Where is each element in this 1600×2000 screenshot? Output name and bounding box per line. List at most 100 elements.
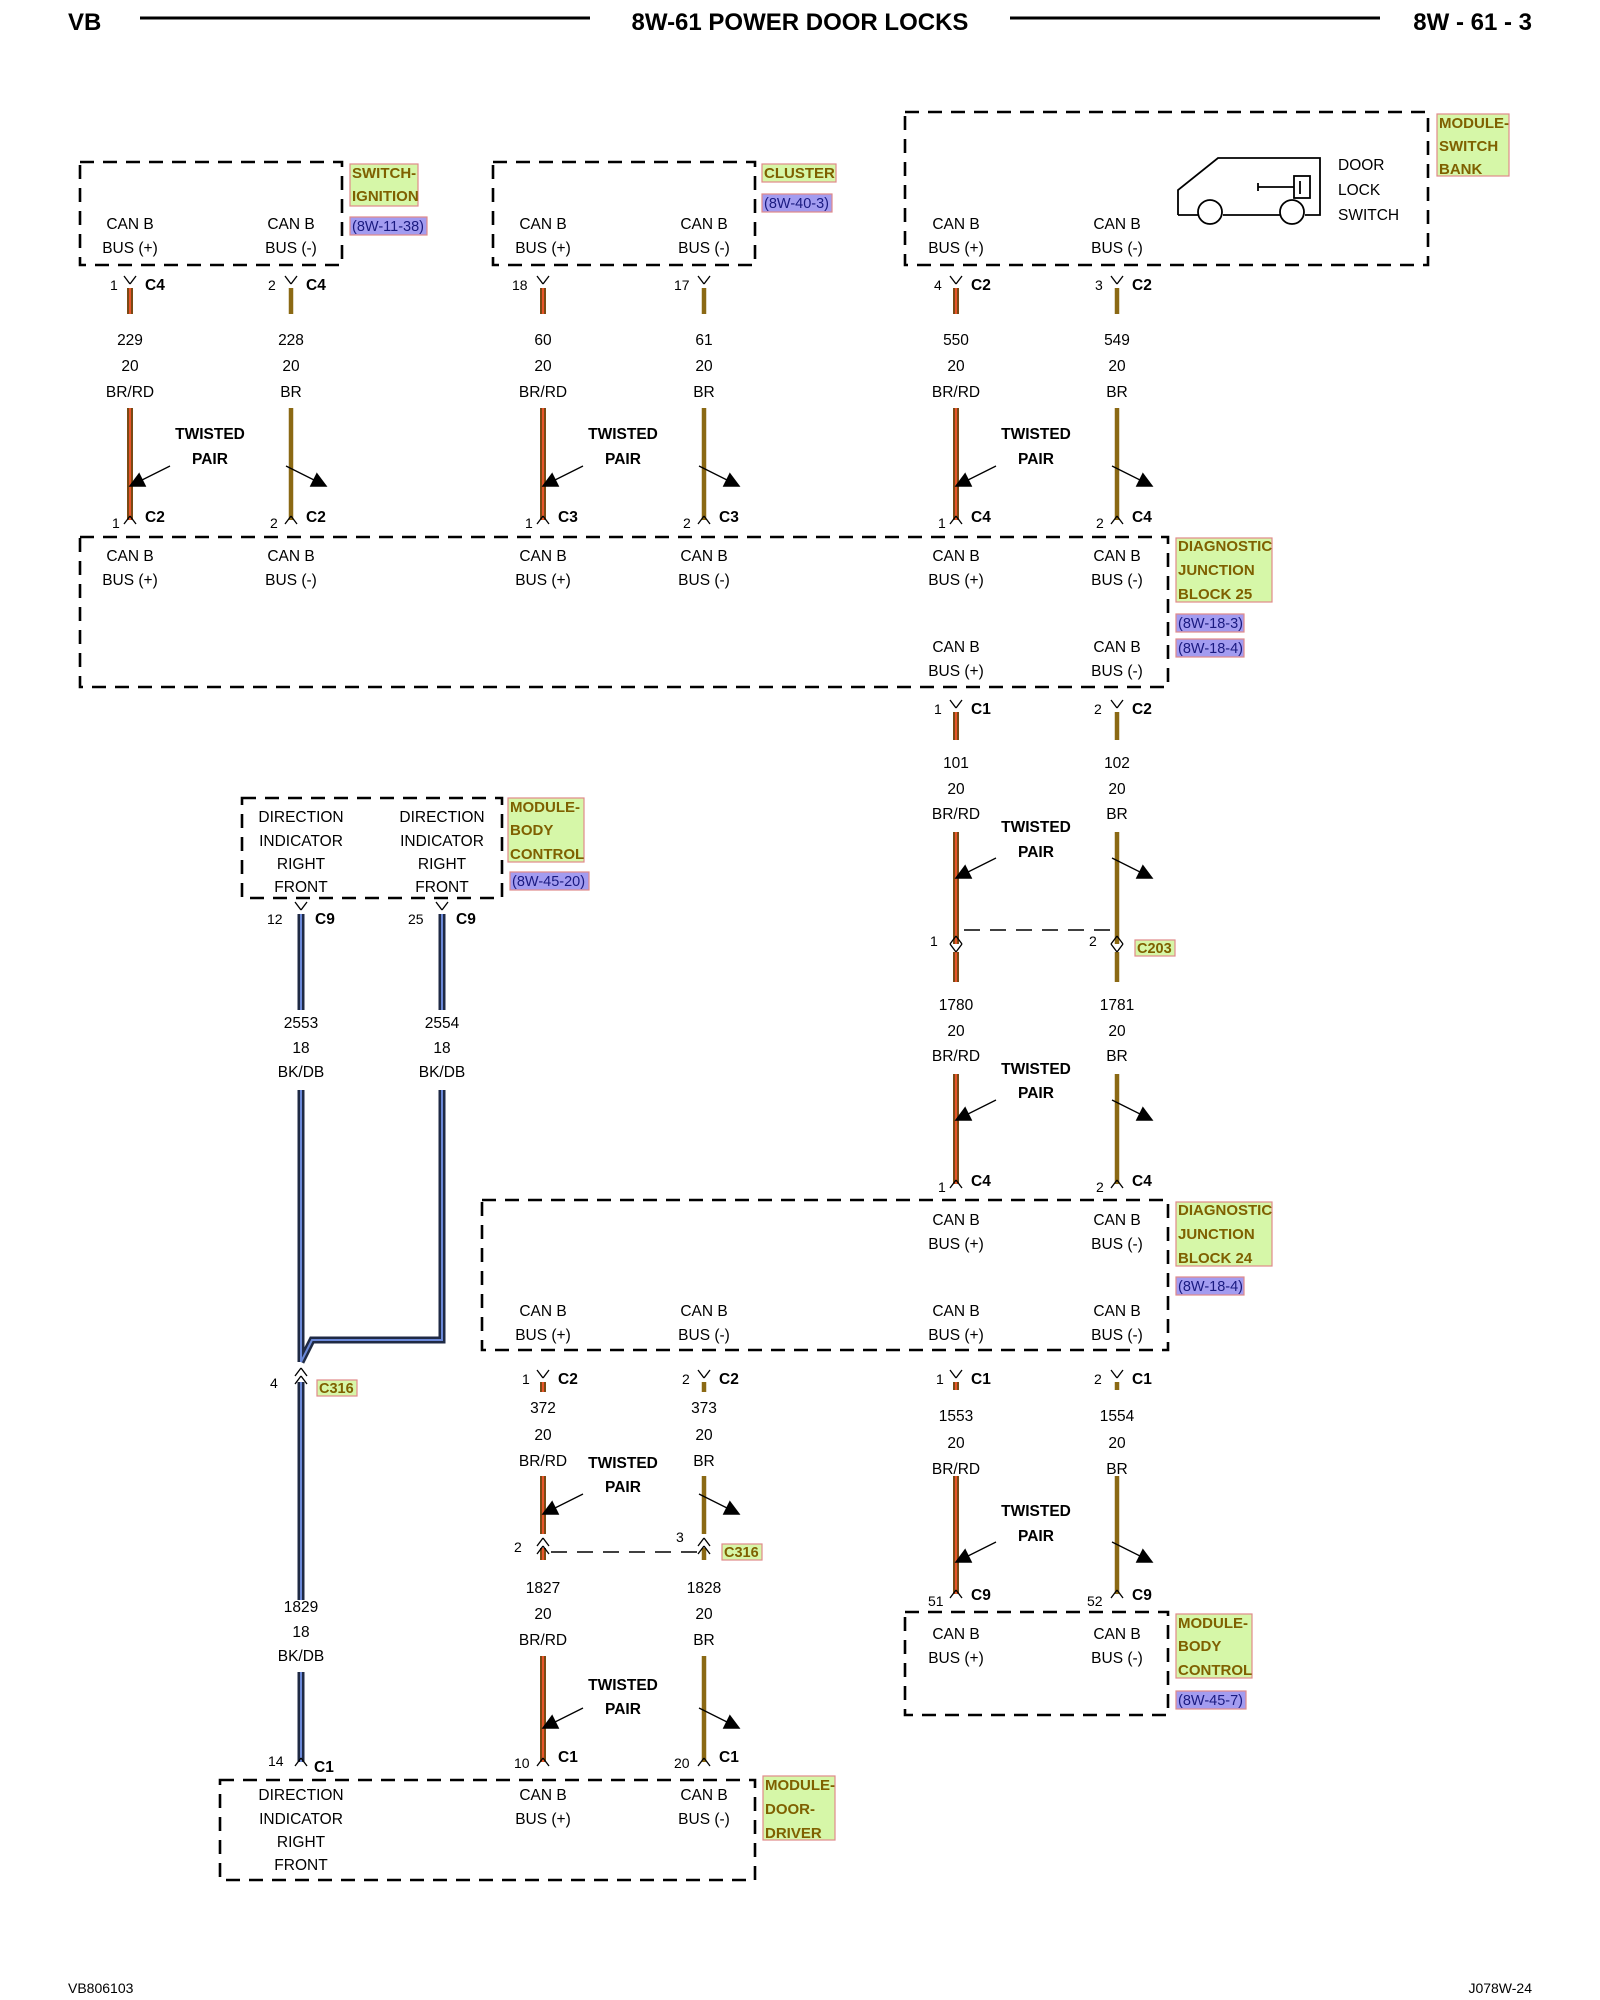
svg-text:20: 20 [1108, 1023, 1126, 1040]
pin-label: CAN B [932, 639, 979, 656]
svg-text:228: 228 [278, 332, 304, 349]
svg-text:BR/RD: BR/RD [932, 1048, 980, 1065]
svg-text:SWITCH-: SWITCH- [352, 165, 416, 182]
pin-label: FRONT [274, 1857, 328, 1874]
twisted-pair-label: PAIR [605, 1479, 641, 1496]
pin-label: RIGHT [418, 856, 467, 873]
pin-label: INDICATOR [259, 833, 343, 850]
pin-number: 18 [512, 277, 528, 293]
module-body-control-1-label: MODULE- BODY CONTROL (8W-45-20) [507, 797, 590, 891]
svg-text:BANK: BANK [1439, 161, 1482, 178]
connector-id: C1 [719, 1749, 739, 1766]
connector-id: C1 [314, 1759, 334, 1776]
pin-number: 2 [1094, 1371, 1102, 1387]
svg-text:C203: C203 [1137, 941, 1172, 957]
pin-number: 1 [934, 701, 942, 717]
pin-number: 2 [1096, 1179, 1104, 1195]
pin-label: CAN B [519, 216, 566, 233]
svg-text:2553: 2553 [284, 1015, 318, 1032]
header-right: 8W - 61 - 3 [1413, 9, 1532, 36]
svg-text:BR: BR [1106, 806, 1128, 823]
svg-text:1780: 1780 [939, 997, 974, 1014]
svg-text:20: 20 [695, 1427, 713, 1444]
svg-text:18: 18 [292, 1624, 309, 1641]
pin-label: CAN B [932, 548, 979, 565]
djb25-box [78, 535, 1170, 689]
connector-tag-c316-inline: C316 [721, 1543, 763, 1561]
pin-label: CAN B [519, 1303, 566, 1320]
pin-number: 17 [674, 277, 690, 293]
svg-text:(8W-45-20): (8W-45-20) [512, 874, 585, 890]
pin-label: BUS (-) [678, 240, 730, 257]
svg-text:18: 18 [292, 1040, 309, 1057]
connector-id: C2 [558, 1371, 578, 1388]
pin-label: CAN B [680, 1303, 727, 1320]
svg-text:BR: BR [1106, 384, 1128, 401]
pin-label: BUS (-) [678, 572, 730, 589]
pin-label: BUS (-) [265, 240, 317, 257]
connector-id: C9 [456, 911, 476, 928]
svg-text:20: 20 [534, 358, 552, 375]
svg-text:BR/RD: BR/RD [932, 1461, 980, 1478]
connector-id: C4 [971, 509, 991, 526]
pin-number: 2 [682, 1371, 690, 1387]
svg-text:20: 20 [1108, 1435, 1126, 1452]
pin-number: 2 [514, 1539, 522, 1555]
svg-text:JUNCTION: JUNCTION [1178, 562, 1255, 579]
twisted-pair-label: TWISTED [1001, 1503, 1071, 1520]
svg-text:1828: 1828 [687, 1580, 721, 1597]
svg-text:BLOCK 25: BLOCK 25 [1178, 586, 1252, 603]
module-switch-bank-label: MODULE- SWITCH BANK [1436, 113, 1510, 178]
connector-id: C4 [1132, 509, 1152, 526]
svg-text:BK/DB: BK/DB [278, 1064, 325, 1081]
svg-text:MODULE-: MODULE- [765, 1777, 835, 1794]
svg-text:JUNCTION: JUNCTION [1178, 1226, 1255, 1243]
connector-id: C9 [1132, 1587, 1152, 1604]
connector-id: C4 [1132, 1173, 1152, 1190]
svg-text:DIAGNOSTIC: DIAGNOSTIC [1178, 1202, 1272, 1219]
svg-text:20: 20 [695, 1606, 713, 1623]
module-switch-bank-box [903, 110, 1430, 267]
svg-text:CONTROL: CONTROL [510, 846, 584, 863]
door-lock-switch-text-2: LOCK [1338, 182, 1381, 199]
svg-text:CONTROL: CONTROL [1178, 1662, 1252, 1679]
svg-text:MODULE-: MODULE- [1439, 115, 1509, 132]
svg-text:BR/RD: BR/RD [519, 1632, 567, 1649]
twisted-pair-label: TWISTED [175, 426, 245, 443]
pin-number: 12 [267, 911, 283, 927]
svg-text:BR: BR [693, 384, 715, 401]
svg-text:BODY: BODY [510, 822, 553, 839]
pin-label: BUS (-) [678, 1327, 730, 1344]
connector-symbols [123, 275, 1124, 1767]
pin-number: 1 [930, 933, 938, 949]
pin-label: BUS (+) [515, 1811, 571, 1828]
twisted-pair-label: TWISTED [588, 1455, 658, 1472]
svg-text:BR: BR [1106, 1048, 1128, 1065]
twisted-pair-label: TWISTED [1001, 1061, 1071, 1078]
pin-label: CAN B [519, 548, 566, 565]
twisted-pair-label: TWISTED [1001, 819, 1071, 836]
pin-number: 25 [408, 911, 424, 927]
pin-label: BUS (-) [1091, 572, 1143, 589]
header-left: VB [68, 9, 101, 36]
svg-text:BLOCK 24: BLOCK 24 [1178, 1250, 1253, 1267]
svg-text:BR: BR [693, 1453, 715, 1470]
twisted-pair-label: PAIR [605, 451, 641, 468]
connector-id: C4 [971, 1173, 991, 1190]
connector-tag-c203: C203 [1134, 939, 1176, 957]
pin-label: CAN B [1093, 548, 1140, 565]
pin-label: CAN B [932, 1626, 979, 1643]
